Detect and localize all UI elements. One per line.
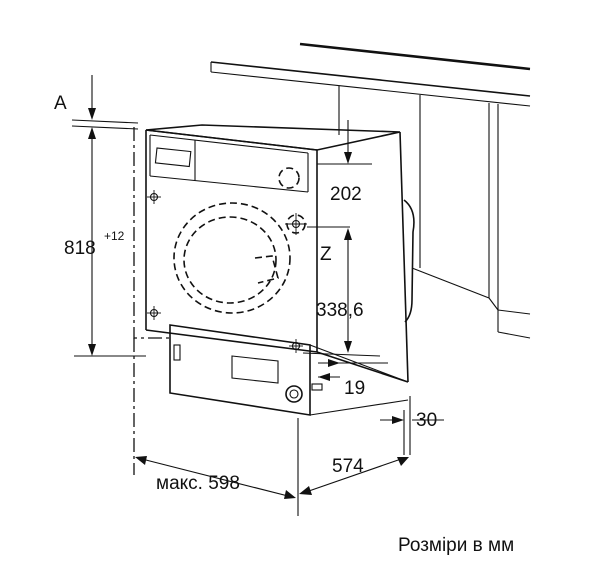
dimension-30 [380,396,444,455]
niche-outline [210,42,531,339]
label-z: Z [320,244,332,265]
fixing-points [147,190,307,353]
dimension-19 [318,359,388,381]
label-height-tolerance: +12 [104,229,125,243]
label-574: 574 [332,456,364,477]
label-338-6: 338,6 [316,300,364,321]
dimension-202 [317,120,372,165]
dimension-a [71,75,139,130]
label-height: 818 [64,238,96,259]
dimension-depth [297,418,409,516]
label-max-598: макс. 598 [156,473,240,494]
machine-body [145,124,415,416]
label-a: A [54,93,67,114]
units-caption: Розміри в мм [398,535,515,556]
dimension-hinge-spacing [302,226,381,357]
dimension-width [133,338,296,499]
door-outline [133,127,300,339]
label-19: 19 [344,378,365,399]
label-202: 202 [330,184,362,205]
label-30: 30 [416,410,437,431]
